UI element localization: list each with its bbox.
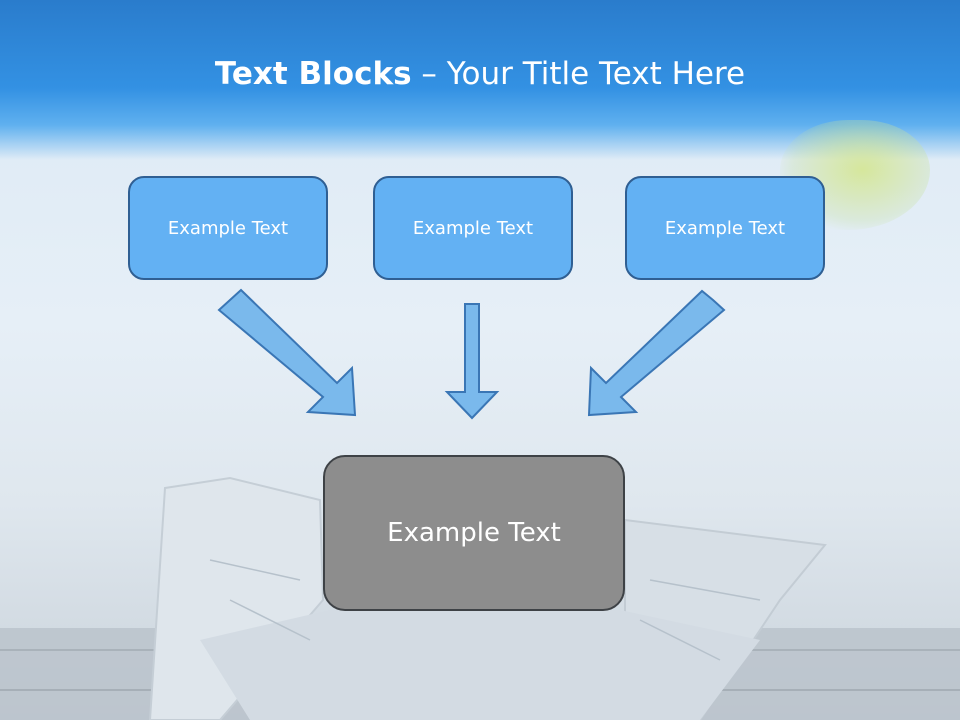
text-block-3[interactable]: Example Text [625, 176, 825, 280]
arrow-right-icon [587, 289, 726, 417]
title-bold-part: Text Blocks [214, 56, 412, 92]
target-block-label: Example Text [387, 518, 561, 548]
title-rest-part: – Your Title Text Here [411, 56, 746, 92]
text-block-2[interactable]: Example Text [373, 176, 573, 280]
target-block[interactable]: Example Text [323, 455, 625, 611]
slide-title: Text Blocks – Your Title Text Here [0, 56, 960, 92]
text-block-2-label: Example Text [412, 217, 534, 239]
text-block-3-label: Example Text [664, 217, 786, 239]
text-block-1[interactable]: Example Text [128, 176, 328, 280]
arrow-left-icon [217, 288, 357, 417]
text-block-1-label: Example Text [167, 217, 289, 239]
arrow-down-icon [444, 303, 500, 420]
